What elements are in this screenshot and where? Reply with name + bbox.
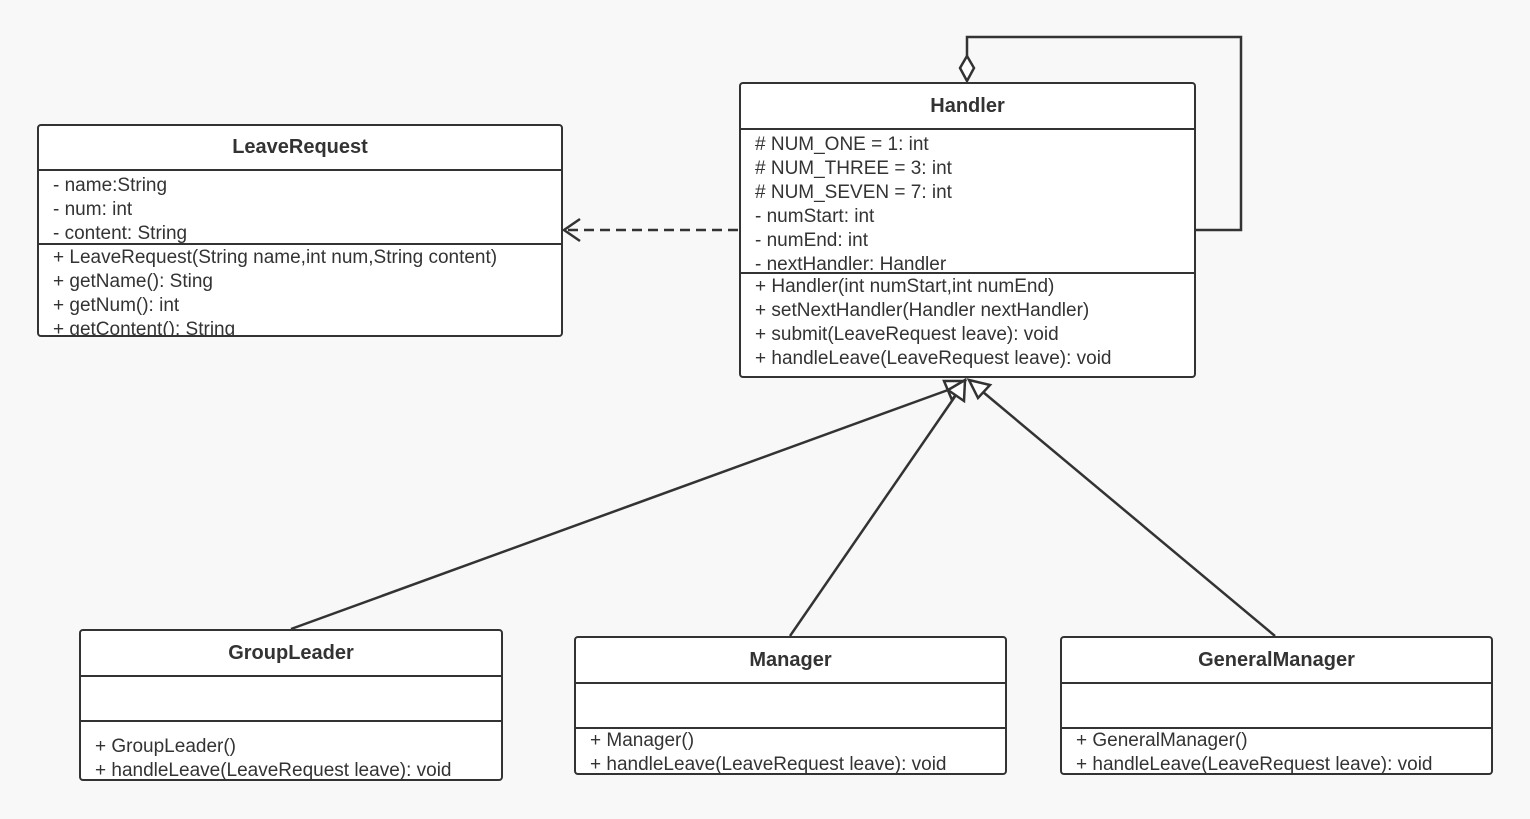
class-leaverequest[interactable]: LeaveRequest - name:String - num: int - … xyxy=(37,124,563,337)
method: + getNum(): int xyxy=(53,295,180,316)
generalization-groupleader-handler[interactable] xyxy=(290,379,968,631)
generalization-manager-handler[interactable] xyxy=(788,377,967,637)
attribute: # NUM_SEVEN = 7: int xyxy=(755,182,952,203)
class-manager[interactable]: Manager + Manager() + handleLeave(LeaveR… xyxy=(574,636,1007,775)
dependency-handler-leaverequest[interactable] xyxy=(561,217,738,243)
method: + Manager() xyxy=(590,730,695,751)
methods-compartment: + GroupLeader() + handleLeave(LeaveReque… xyxy=(81,722,501,781)
attribute: - numStart: int xyxy=(755,206,875,227)
attribute: - nextHandler: Handler xyxy=(755,254,947,274)
attribute: # NUM_ONE = 1: int xyxy=(755,134,929,155)
class-name: LeaveRequest xyxy=(39,126,561,171)
attribute: - numEnd: int xyxy=(755,230,868,251)
method: + handleLeave(LeaveRequest leave): void xyxy=(590,754,947,775)
attribute: - num: int xyxy=(53,199,133,220)
method: + LeaveRequest(String name,int num,Strin… xyxy=(53,247,498,268)
method: + GroupLeader() xyxy=(95,736,236,757)
method: + Handler(int numStart,int numEnd) xyxy=(755,276,1055,297)
method: + setNextHandler(Handler nextHandler) xyxy=(755,300,1090,321)
method: + GeneralManager() xyxy=(1076,730,1248,751)
attributes-compartment: - name:String - num: int - content: Stri… xyxy=(39,171,561,245)
attribute: - content: String xyxy=(53,223,188,244)
class-generalmanager[interactable]: GeneralManager + GeneralManager() + hand… xyxy=(1060,636,1493,775)
methods-compartment: + Manager() + handleLeave(LeaveRequest l… xyxy=(576,729,1005,775)
class-handler[interactable]: Handler # NUM_ONE = 1: int # NUM_THREE =… xyxy=(739,82,1196,378)
method: + handleLeave(LeaveRequest leave): void xyxy=(1076,754,1433,775)
aggregation-handler-self[interactable] xyxy=(958,35,1243,232)
attributes-compartment: # NUM_ONE = 1: int # NUM_THREE = 3: int … xyxy=(741,130,1194,274)
method: + getName(): Sting xyxy=(53,271,213,292)
attributes-compartment xyxy=(576,684,1005,729)
class-groupleader[interactable]: GroupLeader + GroupLeader() + handleLeav… xyxy=(79,629,503,781)
method: + handleLeave(LeaveRequest leave): void xyxy=(95,760,452,781)
class-name: Handler xyxy=(741,84,1194,130)
class-name: Manager xyxy=(576,638,1005,684)
method: + submit(LeaveRequest leave): void xyxy=(755,324,1059,345)
class-name: GroupLeader xyxy=(81,631,501,677)
generalization-generalmanager-handler[interactable] xyxy=(966,378,1276,637)
method: + getContent(): String xyxy=(53,319,236,337)
attribute: - name:String xyxy=(53,175,168,196)
attributes-compartment xyxy=(1062,684,1491,729)
method: + handleLeave(LeaveRequest leave): void xyxy=(755,348,1112,369)
class-name: GeneralManager xyxy=(1062,638,1491,684)
attribute: # NUM_THREE = 3: int xyxy=(755,158,952,179)
methods-compartment: + Handler(int numStart,int numEnd) + set… xyxy=(741,274,1194,371)
attributes-compartment xyxy=(81,677,501,722)
methods-compartment: + LeaveRequest(String name,int num,Strin… xyxy=(39,245,561,337)
methods-compartment: + GeneralManager() + handleLeave(LeaveRe… xyxy=(1062,729,1491,775)
